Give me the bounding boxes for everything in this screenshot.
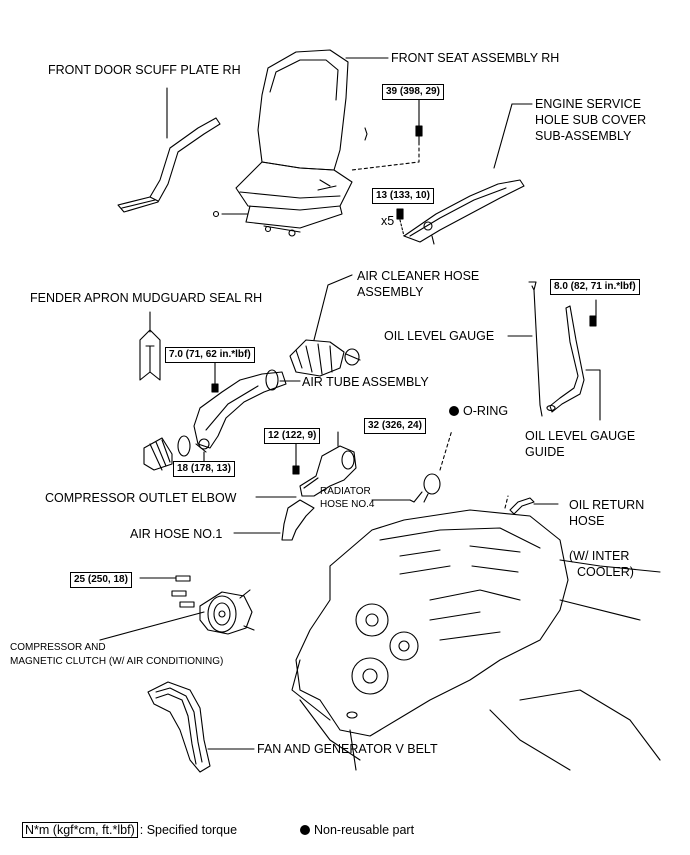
label-oil-return-1: OIL RETURN [569,498,645,512]
air-hose-drawing [281,499,315,541]
label-compressor-1: COMPRESSOR AND [10,642,106,653]
torque-spec-12: 12 (122, 9) [264,428,321,444]
label-fender-apron-seal: FENDER APRON MUDGUARD SEAL RH [30,291,263,305]
torque-spec-7: 7.0 (71, 62 in.*lbf) [165,347,255,363]
torque-spec-32: 32 (326, 24) [364,418,426,434]
label-gauge-guide-1: OIL LEVEL GAUGE [525,429,636,443]
scuff-plate-drawing [117,117,221,213]
legend-torque-unit: N*m (kgf*cm, ft.*lbf) [22,822,138,838]
compressor-drawing [171,575,255,635]
oil-gauge-guide-drawing [546,305,597,413]
label-oil-return-2: HOSE [569,514,605,528]
engine-drawing [291,509,661,771]
label-inter-cooler-2: COOLER) [577,565,634,579]
label-oil-level-gauge: OIL LEVEL GAUGE [384,329,495,343]
label-inter-cooler-1: (W/ INTER [569,549,630,563]
label-v-belt: FAN AND GENERATOR V BELT [257,742,438,756]
legend-torque-text: : Specified torque [139,823,238,837]
non-reusable-dot-icon [300,825,310,835]
seat-drawing [212,49,368,237]
label-engine-service-1: ENGINE SERVICE [535,97,642,111]
torque-spec-18: 18 (178, 13) [173,461,235,477]
air-cleaner-hose-drawing [289,339,361,377]
label-front-seat-assembly: FRONT SEAT ASSEMBLY RH [391,51,560,65]
oil-return-hose-drawing [509,497,535,515]
label-air-cleaner-1: AIR CLEANER HOSE [357,269,480,283]
torque-spec-8: 8.0 (82, 71 in.*lbf) [550,279,640,295]
o-ring-text: O-RING [463,404,509,418]
compressor-elbow-drawing [299,445,357,497]
engine-cover-drawing [403,179,525,245]
leader-air-cleaner [313,274,353,341]
leader-compressor [99,611,205,641]
torque-spec-39: 39 (398, 29) [382,84,444,100]
torque-spec-13: 13 (133, 10) [372,188,434,204]
torque-spec-25: 25 (250, 18) [70,572,132,588]
leader-bolt-39 [351,141,420,171]
label-engine-service-3: SUB-ASSEMBLY [535,129,632,143]
oil-gauge-drawing [528,281,543,417]
label-air-cleaner-2: ASSEMBLY [357,285,424,299]
label-o-ring: O-RING [449,403,508,419]
label-radiator-1: RADIATOR [320,486,371,497]
label-gauge-guide-2: GUIDE [525,445,565,459]
label-engine-service-2: HOLE SUB COVER [535,113,647,127]
label-compressor-2: MAGNETIC CLUTCH (W/ AIR CONDITIONING) [10,656,224,667]
label-air-tube: AIR TUBE ASSEMBLY [302,375,429,389]
label-radiator-2: HOSE NO.4 [320,499,375,510]
label-compressor-outlet-elbow: COMPRESSOR OUTLET ELBOW [45,491,237,505]
label-air-hose-no1: AIR HOSE NO.1 [130,527,223,541]
leader-gauge-guide [585,369,601,421]
v-belt-drawing [147,681,211,773]
radiator-hose-drawing [409,473,441,503]
label-x5: x5 [381,214,395,228]
air-tube-drawing [193,369,287,453]
legend-nonreusable-text: Non-reusable part [314,823,415,837]
fender-seal-drawing [139,329,161,381]
legend-torque: N*m (kgf*cm, ft.*lbf): Specified torque [22,822,237,838]
non-reusable-dot-icon [449,406,459,416]
legend-nonreusable: Non-reusable part [300,822,414,838]
label-front-door-scuff-plate: FRONT DOOR SCUFF PLATE RH [48,63,241,77]
intake-pipe-drawing [143,435,191,471]
